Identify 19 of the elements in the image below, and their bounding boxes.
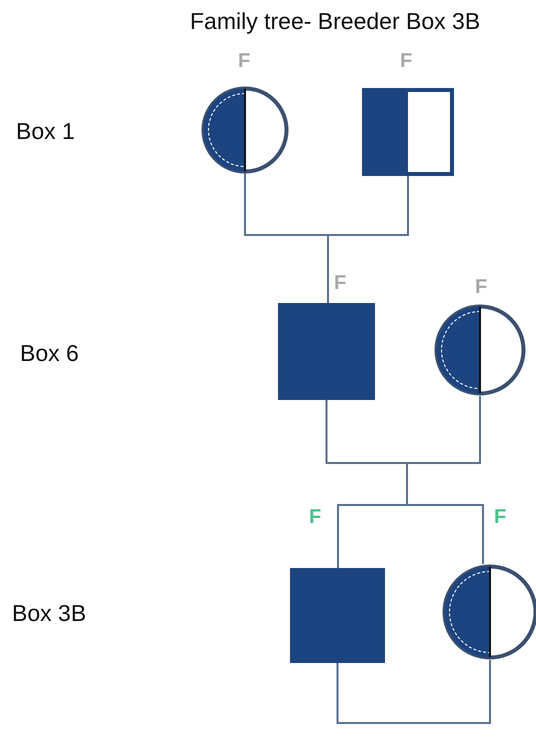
descent-line [327,176,409,304]
descent-line [336,663,407,724]
genotype-mark: F [334,272,346,295]
title: Family tree- Breeder Box 3B [190,8,480,35]
genotype-mark: F [238,50,250,73]
half-filled-circle [434,304,526,396]
half-filled-square [362,88,454,176]
filled-square [278,303,375,400]
genotype-mark: F [400,50,412,73]
descent-line [406,396,484,564]
generation-label: Box 3B [12,600,86,627]
genotype-mark: F [309,506,322,529]
filled-square [290,568,385,663]
genotype-mark: F [494,506,506,529]
generation-label: Box 6 [20,340,79,367]
generation-label: Box 1 [16,118,75,145]
descent-line [407,660,491,724]
genotype-mark: F [475,276,488,299]
half-filled-circle [201,86,289,174]
